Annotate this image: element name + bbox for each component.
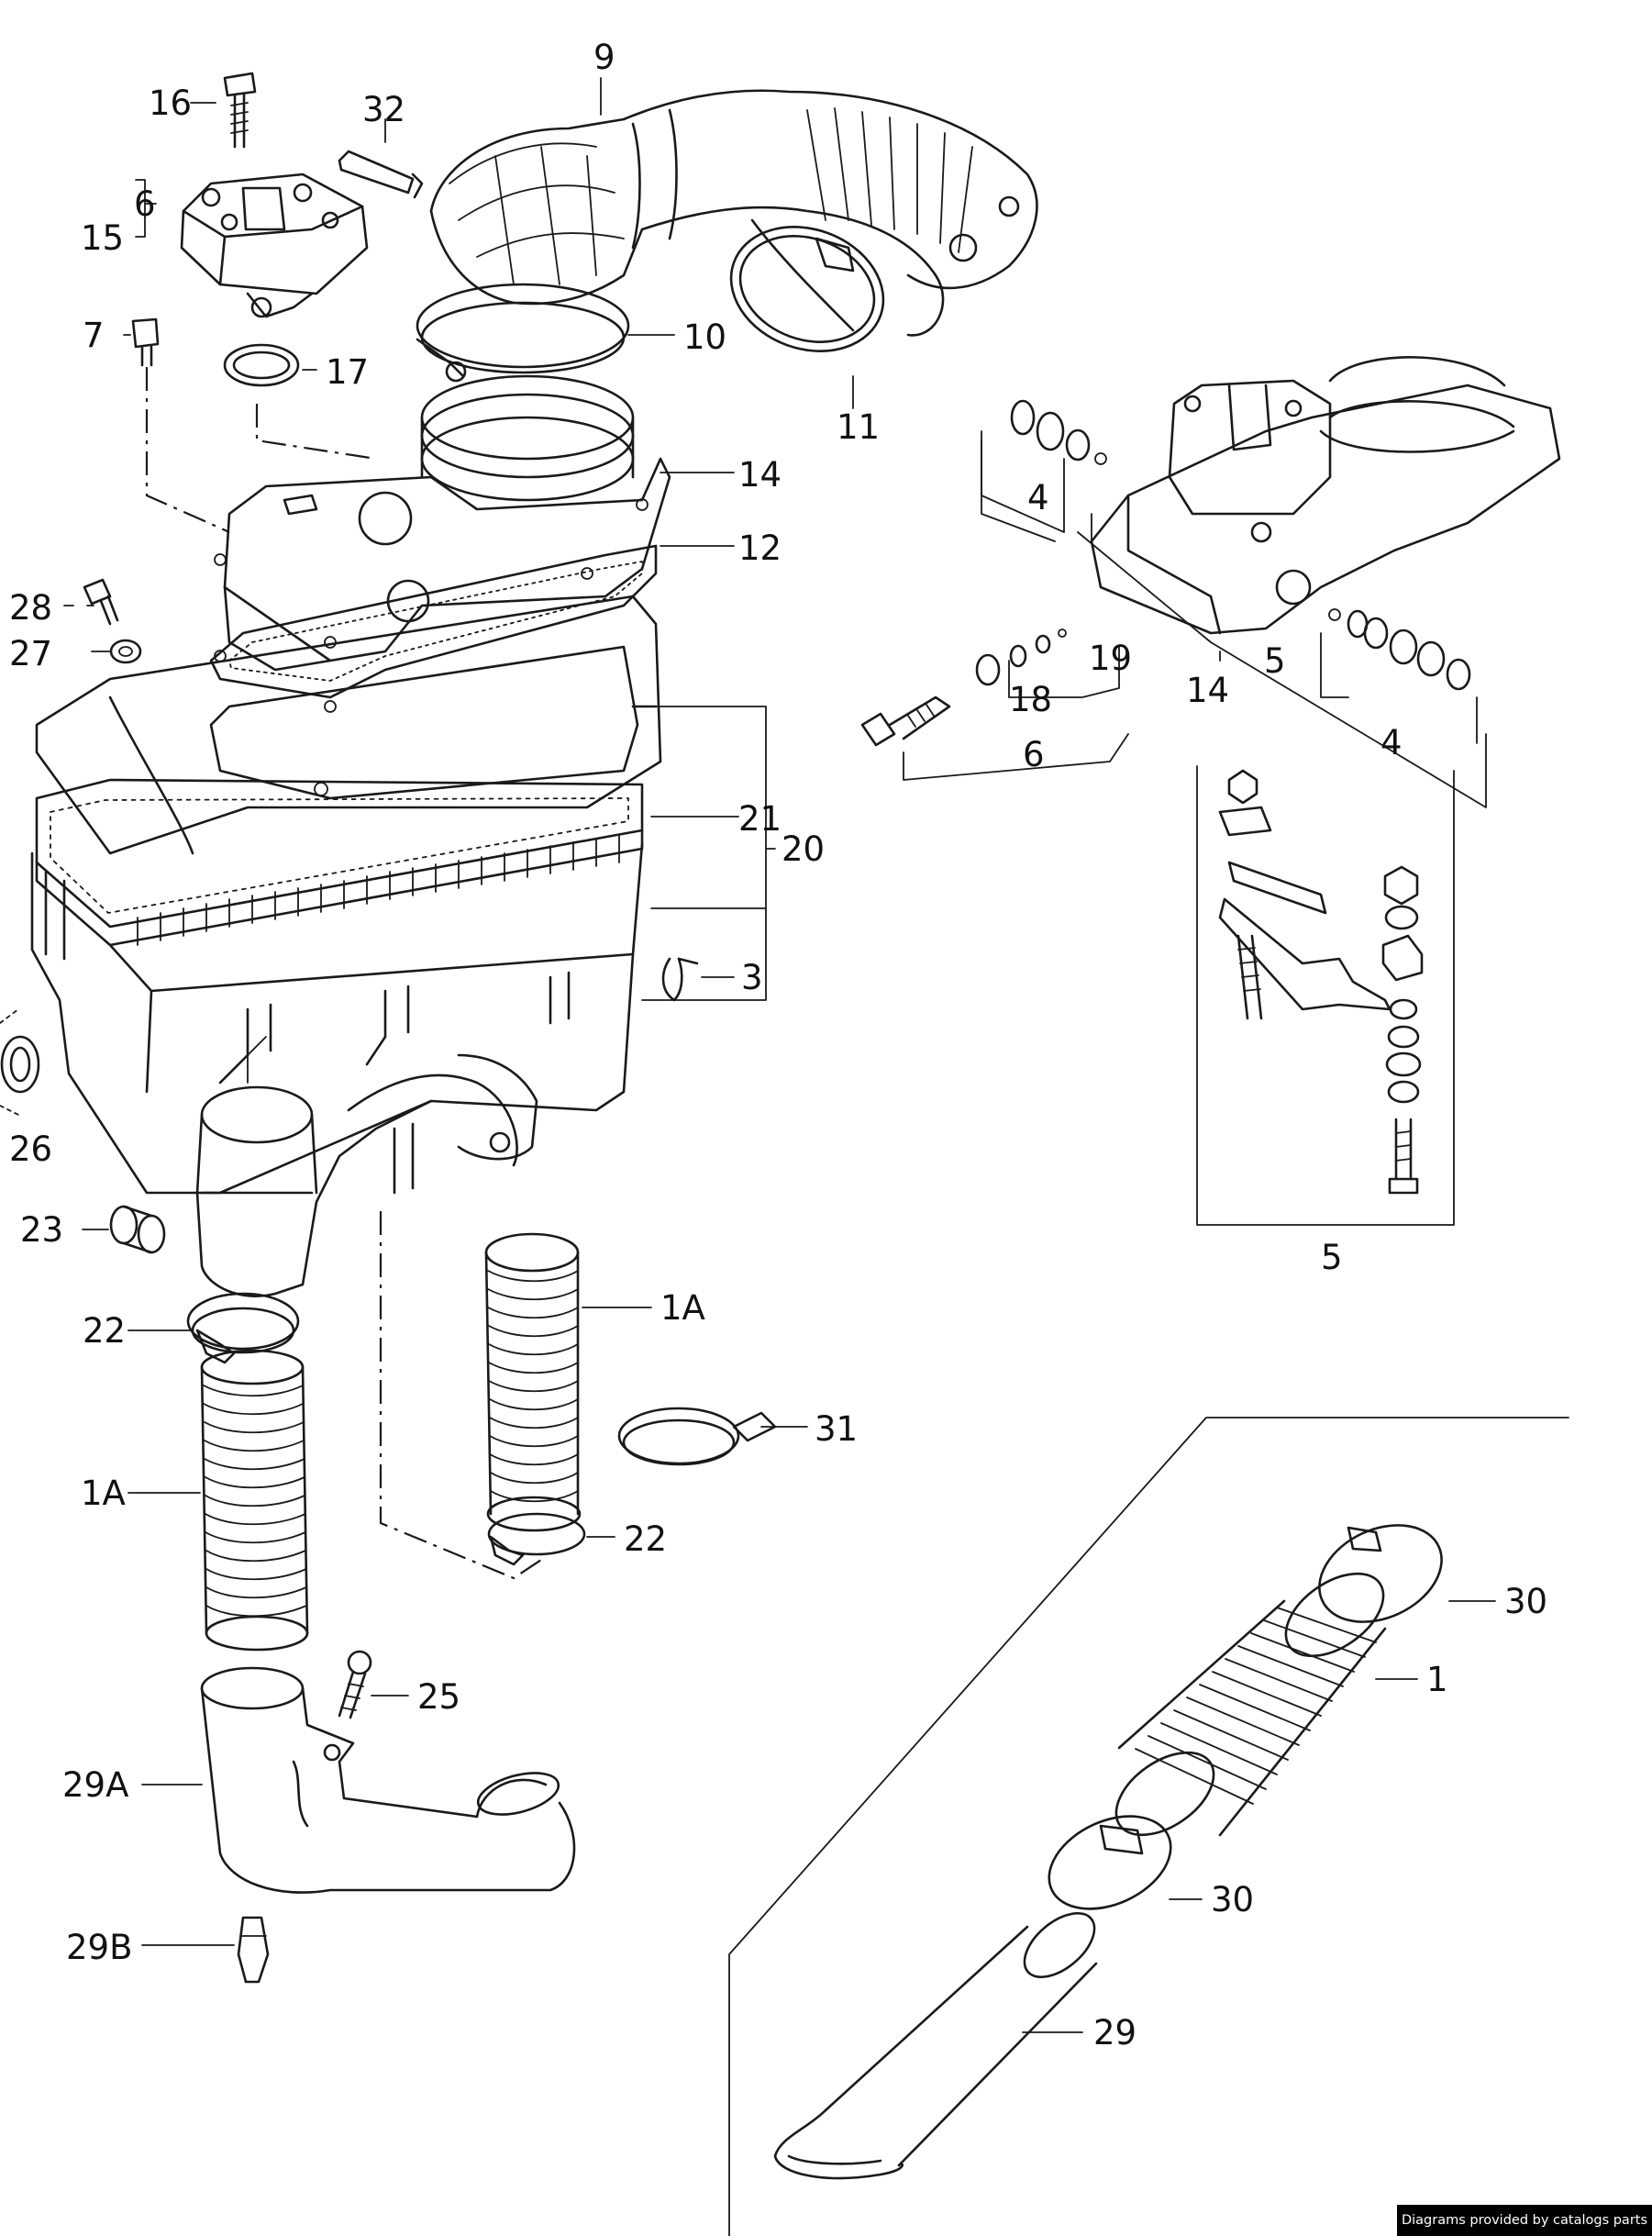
adjusting-screw-6-right <box>860 629 1067 747</box>
bolt-28 <box>83 578 119 626</box>
adjusting-screw-32 <box>338 150 424 199</box>
callout-29A: 29A <box>62 1765 128 1805</box>
callout-3: 3 <box>741 958 763 997</box>
callout-29: 29 <box>1093 2013 1136 2052</box>
leader-dash-7 <box>145 367 230 534</box>
callout-9: 9 <box>593 38 615 77</box>
callout-28: 28 <box>9 588 52 628</box>
callout-4-lower: 4 <box>1380 723 1403 762</box>
bracket-14-5 <box>1077 531 1487 808</box>
callout-14-mid: 14 <box>1186 671 1229 710</box>
callout-6-mid: 6 <box>1023 735 1045 774</box>
callout-12: 12 <box>738 528 782 568</box>
mixture-control-unit <box>180 172 369 318</box>
o-ring-17 <box>223 343 300 387</box>
seals-4-lower <box>1328 608 1471 691</box>
callout-labels: 16 32 9 6 15 7 17 10 11 14 12 28 27 21 2… <box>9 38 1547 2052</box>
callout-11: 11 <box>837 407 880 447</box>
callout-16: 16 <box>149 83 192 123</box>
callout-18: 18 <box>1009 680 1052 719</box>
callout-1A-top: 1A <box>660 1288 705 1328</box>
screw-16 <box>223 72 257 149</box>
mounting-kit-box-5 <box>1196 765 1455 1226</box>
callout-4-upper: 4 <box>1027 478 1049 517</box>
callout-10: 10 <box>683 317 726 357</box>
callout-32: 32 <box>362 90 405 129</box>
clamp-31 <box>617 1407 777 1466</box>
callout-21: 21 <box>738 799 782 839</box>
air-cleaner-upper-part-20 <box>35 595 662 855</box>
leader-dash-22 <box>379 1211 542 1580</box>
bracket-6 <box>903 733 1129 781</box>
clamp-22-middle <box>487 1512 586 1566</box>
callout-25: 25 <box>417 1677 460 1717</box>
callout-14-right: 14 <box>738 455 782 495</box>
clamp-30-bottom <box>1048 1815 1172 1910</box>
callout-23: 23 <box>20 1210 63 1250</box>
filter-element-21 <box>35 778 644 947</box>
callout-30-top: 30 <box>1504 1582 1547 1621</box>
hose-1A-middle <box>484 1232 582 1532</box>
assembly-border <box>728 1417 1569 2236</box>
bushing-23 <box>109 1205 166 1254</box>
grommet-26 <box>0 1008 40 1116</box>
hose-1A-left <box>200 1349 309 1652</box>
leader-dash-17 <box>255 404 377 461</box>
bracket-4-lower <box>1320 632 1478 744</box>
callout-1: 1 <box>1426 1660 1448 1699</box>
clip-29B <box>237 1916 270 1984</box>
callout-27: 27 <box>9 634 52 673</box>
air-cleaner-lower-part <box>30 842 644 1195</box>
callout-31: 31 <box>815 1409 858 1449</box>
screw-25 <box>338 1650 372 1719</box>
callout-5-bottom: 5 <box>1321 1238 1343 1277</box>
callout-29B: 29B <box>66 1928 132 1967</box>
clamp-22-left <box>186 1292 300 1364</box>
callout-7: 7 <box>83 316 105 355</box>
air-duct-29A <box>200 1666 576 1894</box>
callout-6-top: 6 <box>134 184 156 224</box>
callout-30-bottom: 30 <box>1211 1880 1254 1919</box>
clamp-30-top <box>1318 1524 1443 1623</box>
clamp-10 <box>416 283 630 383</box>
mixture-unit-exploded <box>1090 356 1561 635</box>
hose-1 <box>1114 1572 1387 1837</box>
air-pipe-29 <box>773 1912 1098 2180</box>
callout-22-middle: 22 <box>624 1519 667 1559</box>
gasket-12 <box>209 544 658 713</box>
callout-19: 19 <box>1089 639 1132 678</box>
callout-5-top: 5 <box>1264 641 1286 681</box>
washer-27 <box>109 639 142 664</box>
callout-26: 26 <box>9 1129 52 1169</box>
callout-20: 20 <box>782 829 825 869</box>
credit-banner: Diagrams provided by catalogs parts <box>1397 2205 1652 2236</box>
bracket-4-upper <box>981 430 1092 542</box>
leader-lines <box>63 77 1496 2033</box>
hose-clamp-11 <box>729 226 885 352</box>
seals-4-upper <box>981 399 1107 533</box>
clip-3 <box>661 957 699 1002</box>
callout-15: 15 <box>81 218 124 258</box>
bracket-18-19 <box>1008 646 1120 698</box>
bolt-7 <box>131 317 160 367</box>
callout-22-left: 22 <box>83 1311 126 1351</box>
air-flow-meter-14 <box>214 374 671 672</box>
callout-17: 17 <box>326 352 369 392</box>
callout-1A-left: 1A <box>81 1474 126 1513</box>
